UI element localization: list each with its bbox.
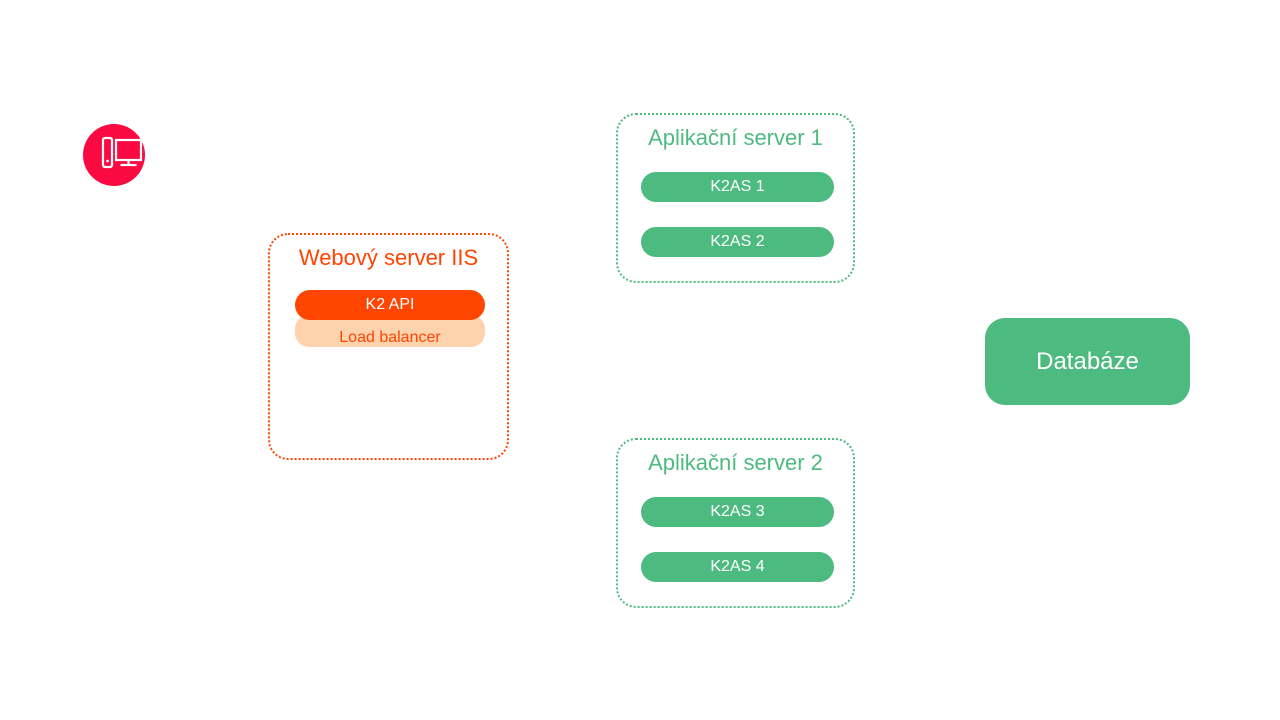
web-server-group-title: Webový server IIS	[298, 245, 479, 270]
k2-api-node: K2 API	[295, 290, 485, 320]
load-balancer-label: Load balancer	[339, 329, 441, 346]
client-computer-badge	[83, 124, 145, 186]
app-server-1-group: Aplikační server 1 K2AS 1 K2AS 2	[616, 113, 855, 283]
load-balancer-node: Load balancer	[295, 315, 485, 347]
app-server-2-group-title: Aplikační server 2	[648, 450, 823, 475]
k2as-1-node: K2AS 1	[641, 172, 834, 202]
k2as-4-node: K2AS 4	[641, 552, 834, 582]
k2as-2-node: K2AS 2	[641, 227, 834, 257]
desktop-computer-icon	[101, 136, 143, 169]
app-server-1-group-title: Aplikační server 1	[648, 125, 823, 150]
database-node: Databáze	[985, 318, 1190, 405]
k2as-3-node: K2AS 3	[641, 497, 834, 527]
app-server-2-group: Aplikační server 2 K2AS 3 K2AS 4	[616, 438, 855, 608]
web-server-group: Webový server IIS K2 API Load balancer	[268, 233, 509, 460]
